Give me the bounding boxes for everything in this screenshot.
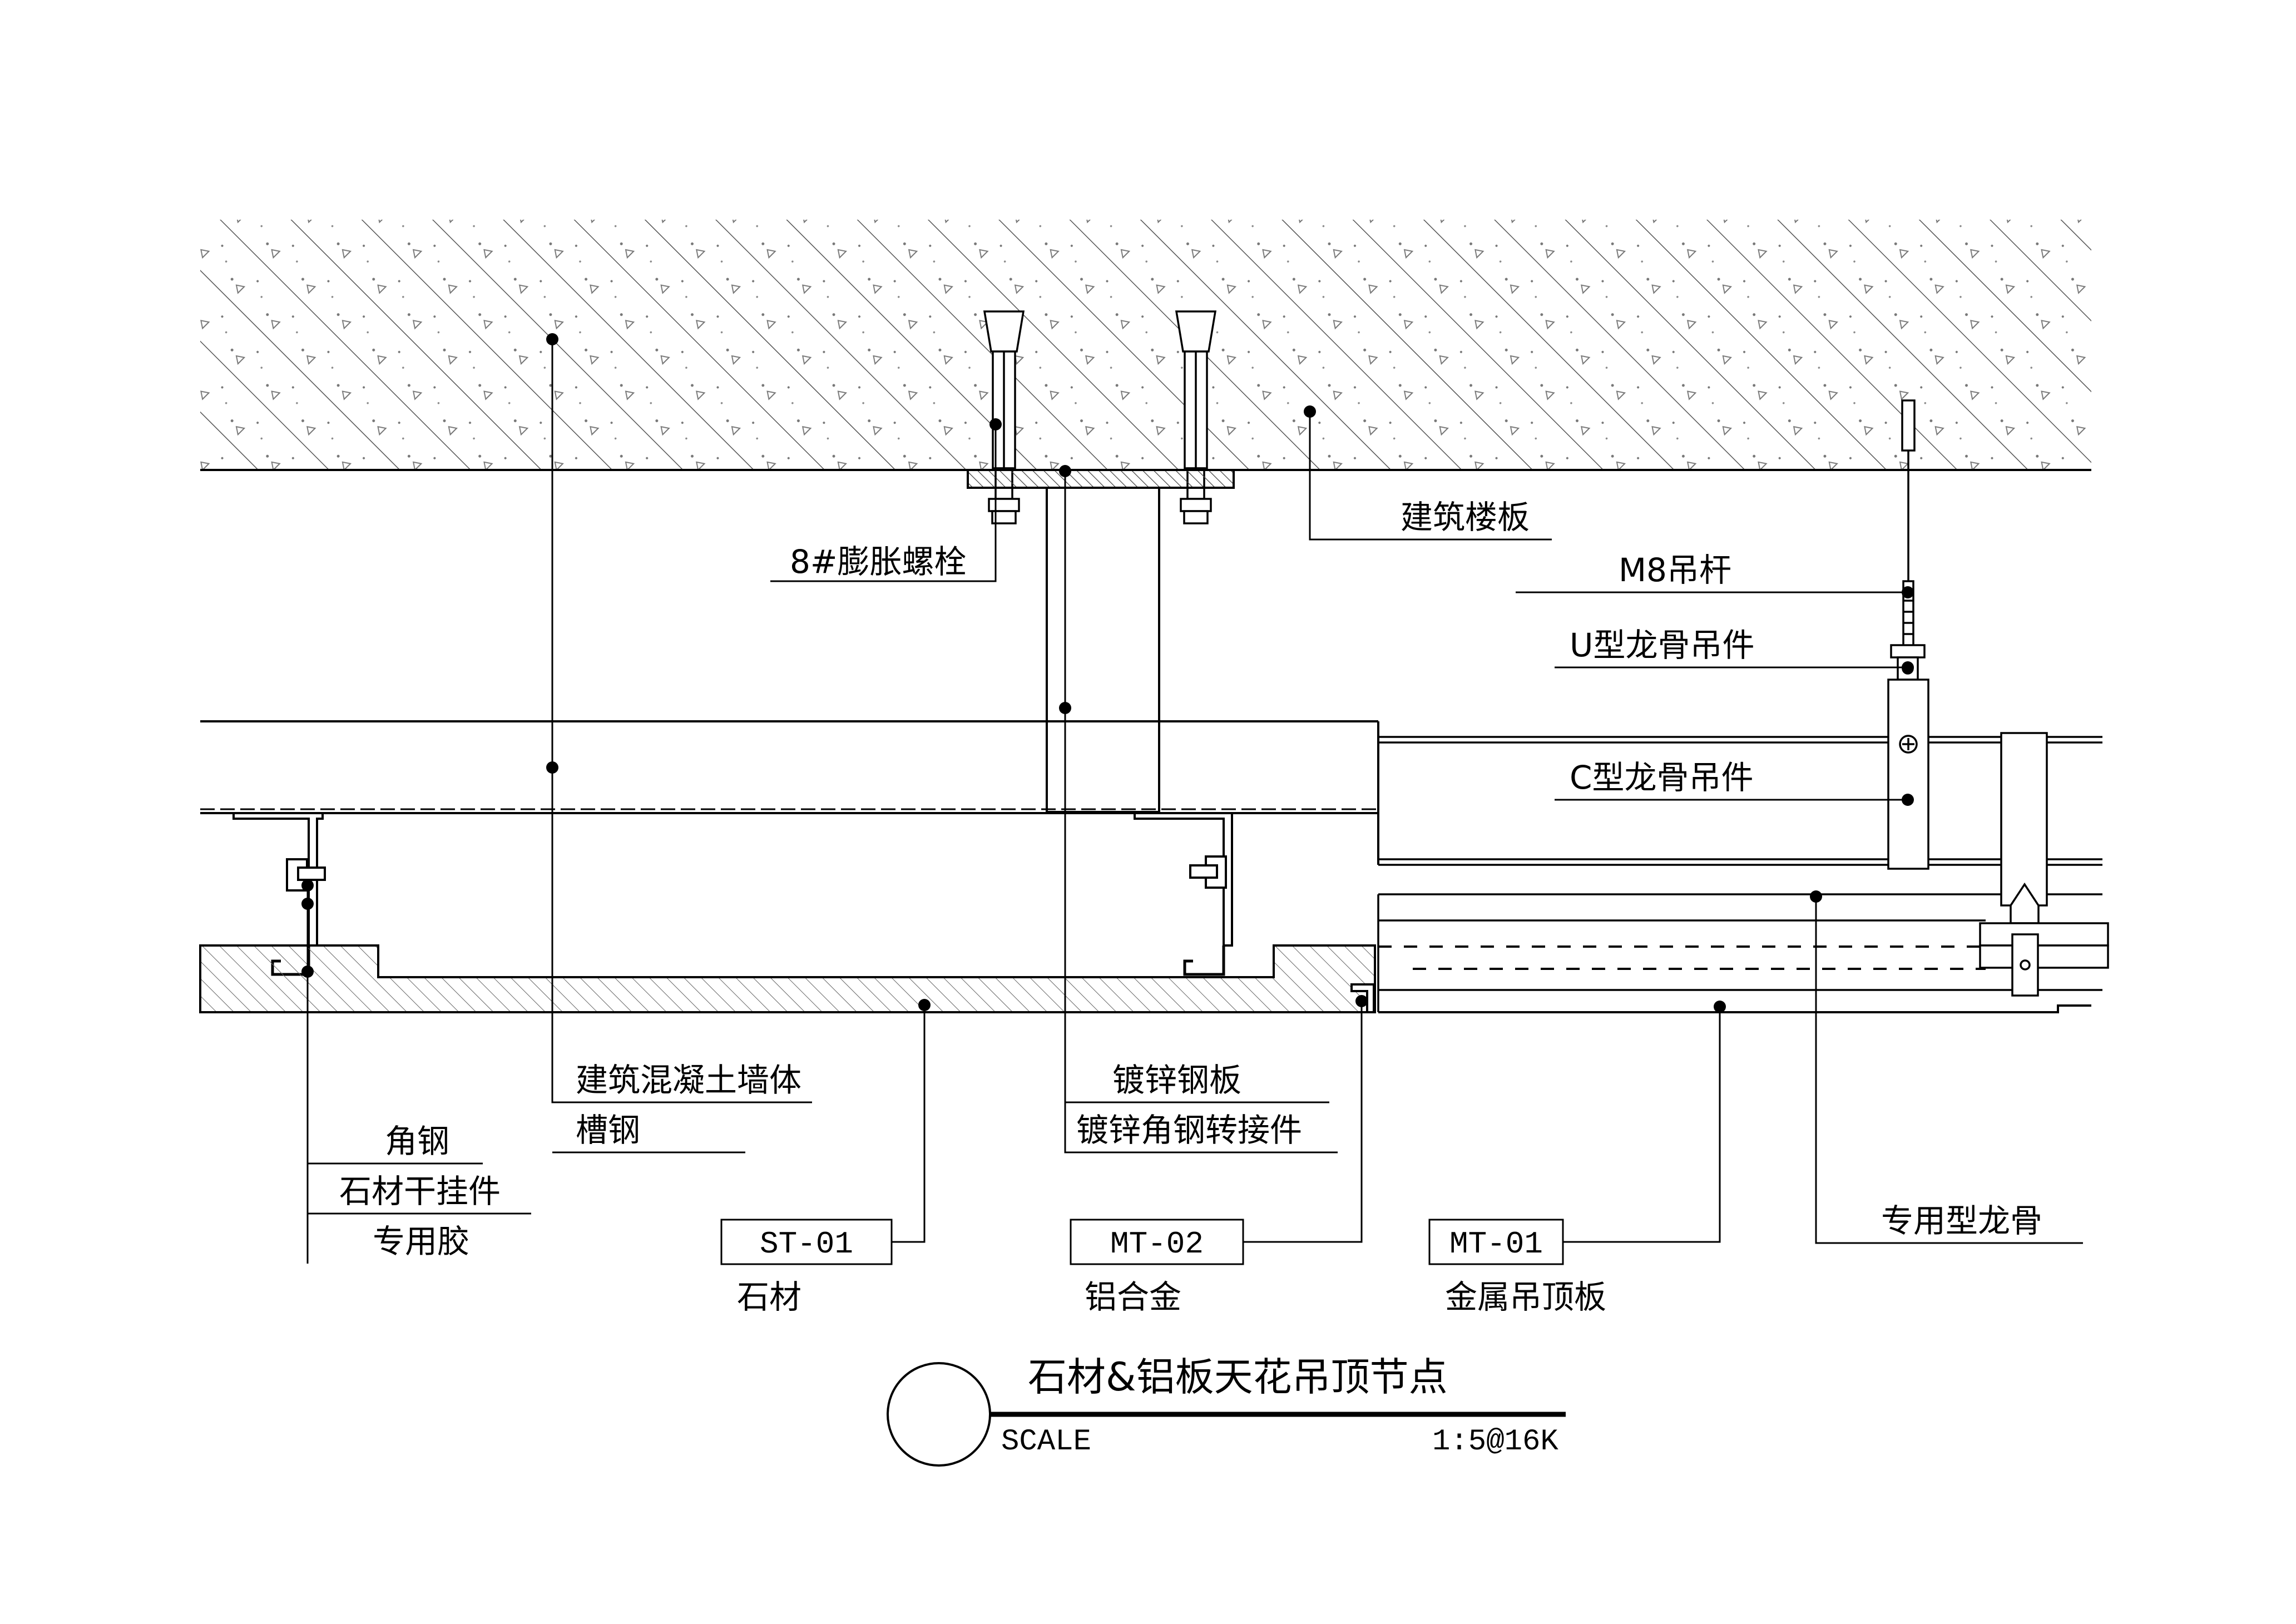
leader-dots	[301, 333, 1914, 1013]
label-slab: 建筑楼板	[1401, 498, 1530, 536]
title-block: 石材&铝板天花吊顶节点 SCALE 1:5@16K	[887, 1354, 1566, 1467]
m8-rod	[1901, 399, 1916, 649]
scale-value: 1:5@16K	[1432, 1425, 1558, 1459]
label-galv-angle: 镀锌角钢转接件	[1076, 1111, 1302, 1149]
tag-st01-name: 石材	[737, 1278, 801, 1316]
label-rod: M8吊杆	[1619, 551, 1731, 589]
metal-ceiling-panel	[1378, 1004, 2091, 1013]
aluminium-trim	[1350, 983, 1375, 1013]
channel-steel	[200, 720, 1379, 865]
galvanized-steel-plate	[967, 469, 1235, 489]
leader-lines	[306, 339, 2083, 1264]
angle-steel-left	[232, 812, 326, 947]
scale-label: SCALE	[1001, 1425, 1091, 1459]
detail-circle	[887, 1362, 991, 1467]
tag-st01: ST-01 石材	[720, 1219, 893, 1316]
special-keel	[1377, 893, 2102, 1012]
keel-clip	[1979, 732, 2109, 997]
building-slab	[200, 220, 2091, 471]
tag-mt01-code: MT-01	[1449, 1226, 1543, 1262]
label-u-hanger: U型龙骨吊件	[1570, 626, 1754, 664]
tag-mt02-code: MT-02	[1110, 1226, 1204, 1262]
label-angle-steel: 角钢	[385, 1122, 449, 1160]
label-stone-hanger: 石材干挂件	[339, 1172, 501, 1210]
label-bolt: 8#膨胀螺栓	[790, 543, 967, 581]
label-glue: 专用胶	[373, 1222, 469, 1260]
detail-title: 石材&铝板天花吊顶节点	[1028, 1354, 1448, 1400]
tag-mt02: MT-02 铝合金	[1070, 1219, 1244, 1316]
c-keel-hanger	[1887, 679, 1929, 870]
tag-mt01: MT-01 金属吊顶板	[1428, 1219, 1606, 1316]
angle-steel-right	[1134, 812, 1233, 947]
label-channel: 槽钢	[576, 1111, 640, 1149]
square-tube-hanger	[1046, 487, 1160, 813]
tag-st01-code: ST-01	[760, 1226, 853, 1262]
tag-mt01-name: 金属吊顶板	[1445, 1278, 1606, 1316]
stone-hanger-right	[1183, 945, 1225, 976]
tag-mt02-name: 铝合金	[1085, 1278, 1181, 1316]
label-galv-plate: 镀锌钢板	[1112, 1061, 1241, 1099]
c-keel	[1378, 736, 2102, 866]
label-c-hanger: C型龙骨吊件	[1570, 759, 1754, 796]
label-concrete-wall: 建筑混凝土墙体	[576, 1061, 801, 1099]
label-keel: 专用型龙骨	[1881, 1202, 2042, 1240]
stone-panel	[199, 944, 1376, 1013]
